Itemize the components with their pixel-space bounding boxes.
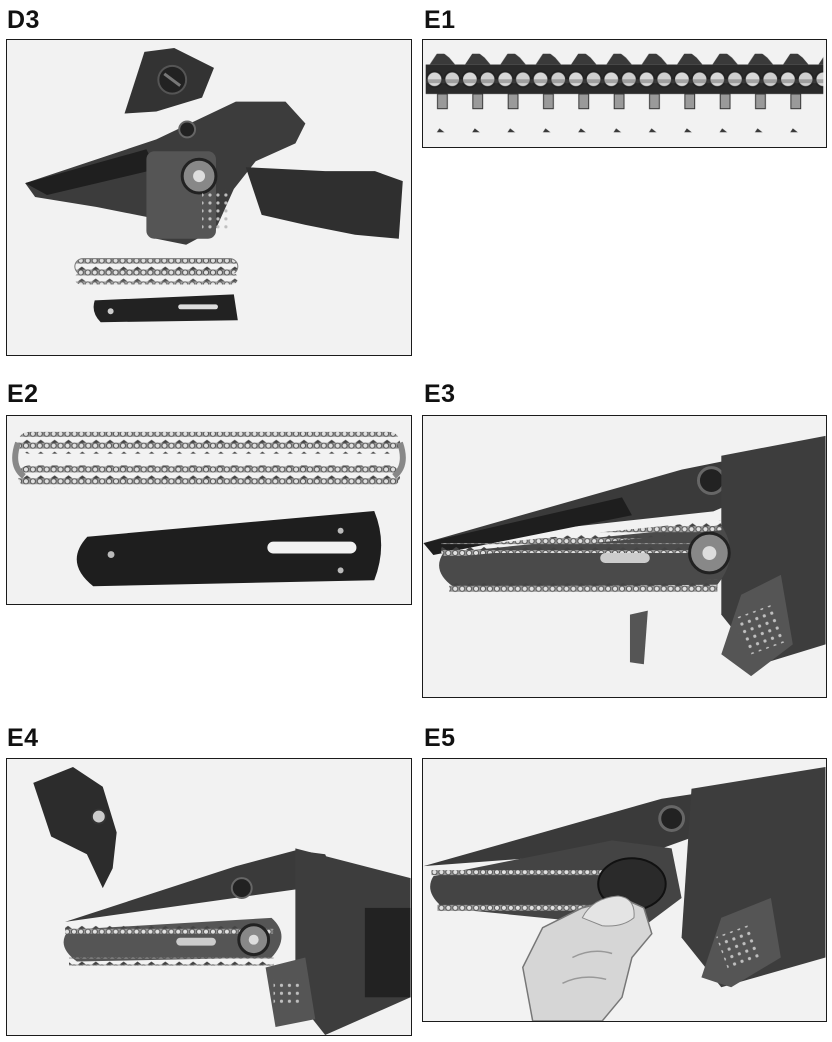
figure-label-e2: E2 xyxy=(7,380,39,408)
saw-chain-and-guide-bar-icon xyxy=(12,431,406,587)
figure-e4-panel xyxy=(6,758,412,1036)
figure-label-d3: D3 xyxy=(7,6,40,34)
figure-label-e1: E1 xyxy=(424,6,456,34)
figure-label-e4: E4 xyxy=(7,724,39,752)
figure-d3-panel xyxy=(6,39,412,356)
chain-mounted-on-bar-icon xyxy=(423,435,826,677)
figure-e2-panel xyxy=(6,415,412,605)
hand-tightening-knob-icon xyxy=(423,766,826,1021)
figure-label-e5: E5 xyxy=(424,724,456,752)
saw-chain-closeup-icon xyxy=(425,53,824,133)
chainsaw-disassembled-parts-icon xyxy=(25,47,403,323)
figure-e5-panel xyxy=(422,758,827,1022)
figure-e1-panel xyxy=(422,39,827,148)
chain-cover-removed-icon xyxy=(33,766,411,1035)
figure-e3-panel xyxy=(422,415,827,698)
figure-label-e3: E3 xyxy=(424,380,456,408)
